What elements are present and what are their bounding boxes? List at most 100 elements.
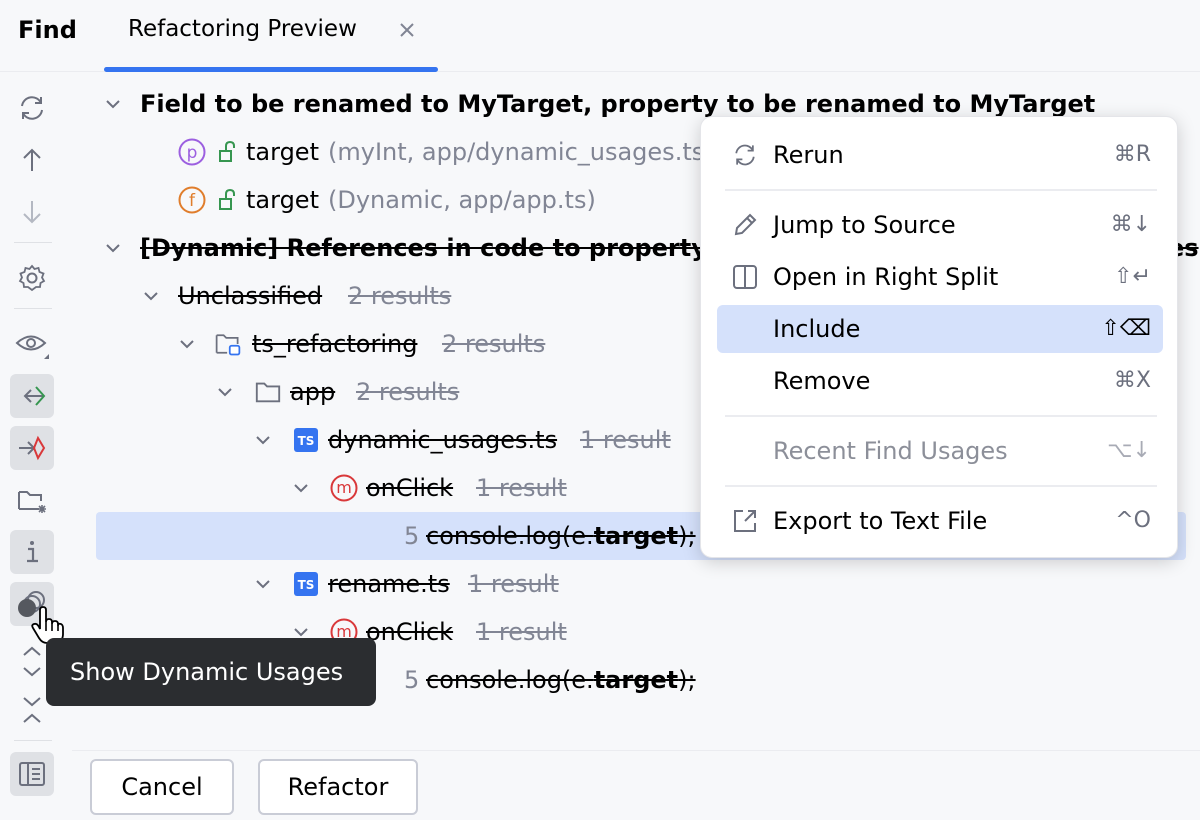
tree-row[interactable]: [Dynamic] References in code to property… — [72, 224, 1200, 272]
show-write-usages-button[interactable] — [10, 426, 54, 470]
show-read-usages-button[interactable] — [10, 374, 54, 418]
menu-item-label: Jump to Source — [773, 211, 956, 239]
show-info-button[interactable] — [10, 530, 54, 574]
menu-item-export-to-text-file[interactable]: Export to Text File ^O — [717, 497, 1163, 545]
menu-item-label: Open in Right Split — [773, 263, 999, 291]
bottom-bar: Cancel Refactor — [72, 750, 1200, 820]
arrow-up-icon — [23, 148, 41, 171]
chevron-down-icon[interactable] — [216, 383, 234, 401]
menu-item-remove[interactable]: Remove ⌘X — [717, 357, 1163, 405]
tooltip: Show Dynamic Usages — [46, 638, 376, 706]
module-folder-icon — [215, 334, 241, 356]
read-access-icon — [23, 386, 46, 406]
tree-row[interactable]: m onClick 1 result — [72, 608, 1200, 656]
unlock-icon — [219, 140, 235, 162]
menu-separator — [725, 415, 1157, 417]
menu-item-include[interactable]: Include ⇧⌫ — [717, 305, 1163, 353]
code-post: ); — [678, 522, 696, 550]
chevron-down-icon[interactable] — [178, 335, 196, 353]
rerun-icon — [735, 144, 755, 166]
code-highlight: target — [593, 522, 679, 550]
group-by-directory-button[interactable] — [10, 478, 54, 522]
tree-row[interactable]: m onClick 1 result — [72, 464, 1200, 512]
result-count: 1 result — [580, 426, 671, 454]
menu-item-open-in-right-split[interactable]: Open in Right Split ⇧↵ — [717, 253, 1163, 301]
refactor-button[interactable]: Refactor — [258, 759, 418, 815]
tree-node-name: Unclassified — [178, 282, 323, 310]
menu-item-shortcut: ⇧⌫ — [1101, 316, 1151, 341]
left-toolbar — [0, 72, 72, 820]
tree-row[interactable]: TS dynamic_usages.ts 1 result — [72, 416, 1200, 464]
ts-badge-text: TS — [298, 434, 315, 448]
tab-label: Refactoring Preview — [128, 16, 357, 42]
tree-node-name: dynamic_usages.ts — [328, 426, 558, 454]
toolbar-separator — [14, 242, 52, 243]
tree-row[interactable]: 5 console.log(e.target); — [72, 656, 1200, 704]
chevron-down-icon[interactable] — [104, 239, 122, 257]
settings-button[interactable] — [10, 256, 54, 300]
menu-item-jump-to-source[interactable]: Jump to Source ⌘↓ — [717, 201, 1163, 249]
expand-all-button[interactable] — [10, 640, 54, 684]
result-count: 2 results — [356, 378, 460, 406]
tool-window-title: Find — [18, 16, 77, 44]
chevron-down-icon[interactable] — [254, 431, 272, 449]
tree-row[interactable]: TS rename.ts 1 result — [72, 560, 1200, 608]
split-icon — [733, 265, 757, 289]
close-icon[interactable] — [396, 19, 418, 41]
menu-item-shortcut: ⌘X — [1113, 368, 1151, 393]
result-count: 1 result — [476, 618, 567, 646]
method-icon: m — [330, 474, 358, 502]
usage-detail: (myInt, app/dynamic_usages.ts) — [328, 138, 714, 166]
tree-row[interactable]: app 2 results — [72, 368, 1200, 416]
toolbar-separator — [14, 308, 52, 309]
cancel-button[interactable]: Cancel — [90, 759, 234, 815]
collapse-all-icon — [23, 697, 41, 723]
method-badge-letter: m — [336, 622, 352, 641]
chevron-down-icon[interactable] — [254, 575, 272, 593]
info-icon — [27, 541, 38, 563]
menu-item-label: Remove — [773, 367, 871, 395]
tool-window-header: Find Refactoring Preview — [0, 0, 1200, 72]
chevron-down-icon[interactable] — [104, 95, 122, 113]
menu-item-rerun[interactable]: Rerun ⌘R — [717, 131, 1163, 179]
unlock-icon — [219, 188, 235, 210]
menu-item-recent-find-usages[interactable]: Recent Find Usages ⌥↓ — [717, 427, 1163, 475]
usage-name: target — [246, 186, 319, 214]
tree-row[interactable]: p target (myInt, app/dynamic_usages.ts) — [72, 128, 1200, 176]
chevron-down-icon[interactable] — [142, 287, 160, 305]
menu-item-label: Include — [773, 315, 861, 343]
expand-all-icon — [23, 646, 41, 677]
code-pre: console.log(e. — [426, 522, 594, 550]
typescript-file-icon: TS — [294, 572, 318, 596]
chevron-down-icon[interactable] — [292, 623, 310, 641]
rerun-icon — [21, 96, 43, 120]
collapse-all-button[interactable] — [10, 688, 54, 732]
usage-detail: (Dynamic, app/app.ts) — [328, 186, 596, 214]
tree-row[interactable]: f target (Dynamic, app/app.ts) — [72, 176, 1200, 224]
previous-occurrence-button[interactable] — [10, 138, 54, 182]
tree-row[interactable]: ts_refactoring 2 results — [72, 320, 1200, 368]
code-snippet: console.log(e.target); — [426, 520, 696, 552]
view-options-button[interactable] — [10, 322, 54, 366]
arrow-down-icon — [23, 201, 41, 224]
write-access-icon — [19, 435, 46, 461]
menu-item-label: Rerun — [773, 141, 844, 169]
line-number: 5 — [404, 666, 420, 694]
menu-item-shortcut: ⌘R — [1113, 142, 1151, 167]
menu-separator — [725, 189, 1157, 191]
preview-pane-button[interactable] — [10, 752, 54, 796]
folder-settings-icon — [18, 491, 46, 513]
tree-row[interactable]: Field to be renamed to MyTarget, propert… — [72, 80, 1200, 128]
next-occurrence-button[interactable] — [10, 190, 54, 234]
tree-node-name: app — [290, 378, 336, 406]
tree-group-title: [Dynamic] References in code to property… — [140, 234, 800, 262]
menu-item-shortcut: ^O — [1115, 508, 1151, 533]
chevron-down-icon[interactable] — [292, 479, 310, 497]
dynamic-usages-icon — [18, 591, 45, 617]
tree-group-title: Field to be renamed to MyTarget, propert… — [140, 90, 1096, 118]
tab-refactoring-preview[interactable]: Refactoring Preview — [104, 0, 438, 72]
result-count: 1 result — [468, 570, 559, 598]
menu-item-label: Recent Find Usages — [773, 437, 1008, 465]
tree-row[interactable]: Unclassified 2 results — [72, 272, 1200, 320]
rerun-button[interactable] — [10, 86, 54, 130]
